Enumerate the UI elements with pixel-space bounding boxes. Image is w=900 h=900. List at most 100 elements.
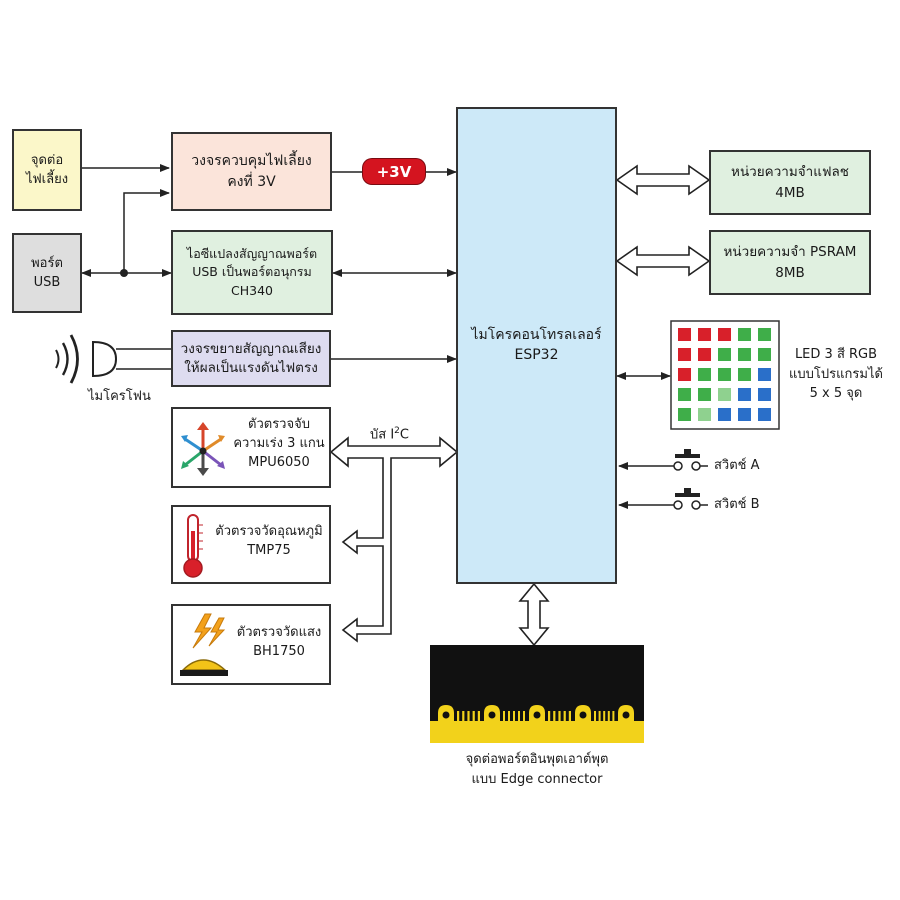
led-matrix-label-2: แบบโปรแกรมได้ (789, 366, 883, 382)
bus-arrow-flash (615, 164, 711, 196)
light-sensor-block: ตัวตรวจวัดแสง BH1750 (171, 604, 331, 685)
led-cell (738, 348, 751, 361)
led-cell (678, 408, 691, 421)
usb-junction-dot (120, 269, 128, 277)
led-cell (698, 328, 711, 341)
led-cell (718, 388, 731, 401)
edge-pin (513, 711, 515, 721)
thermometer-icon (183, 514, 203, 578)
led-cell (698, 408, 711, 421)
edge-pin (563, 711, 566, 721)
wire-usb-to-regulator (123, 189, 170, 273)
led-cell (738, 328, 751, 341)
accelerometer-label-1: ตัวตรวจจับ (248, 417, 310, 432)
edge-pad-hole (622, 711, 630, 719)
edge-pin (553, 711, 556, 721)
led-cell (718, 368, 731, 381)
edge-pin (594, 711, 596, 721)
switch-b-icon (670, 488, 708, 510)
edge-connector (430, 645, 644, 743)
edge-pin (503, 711, 505, 721)
led-cell (758, 328, 771, 341)
mic-amp-label-1: วงจรขยายสัญญาณเสียง (180, 340, 322, 357)
led-cell (698, 368, 711, 381)
edge-pin (467, 711, 470, 721)
edge-pin (603, 711, 606, 721)
led-cell (678, 388, 691, 401)
led-cell (698, 388, 711, 401)
mic-amp-label-2: ให้ผลเป็นแรงดันไฟตรง (184, 359, 318, 376)
edge-pin (472, 711, 475, 721)
accelerometer-label-3: MPU6050 (248, 454, 310, 470)
accelerometer-icon (181, 422, 225, 476)
i2c-label-sup: 2 (394, 426, 400, 436)
edge-pin (457, 711, 460, 721)
led-cell (738, 408, 751, 421)
edge-pin (558, 711, 561, 721)
edge-connector-label-1: จุดต่อพอร์ตอินพุตเอาต์พุต (465, 752, 609, 767)
edge-pad-hole (488, 711, 496, 719)
edge-connector-text: จุดต่อพอร์ตอินพุตเอาต์พุต แบบ Edge conne… (420, 750, 654, 790)
temp-sensor-label-2: TMP75 (247, 542, 291, 558)
regulator-label-1: วงจรควบคุมไฟเลี้ยง (191, 152, 312, 169)
edge-pin (477, 711, 480, 721)
led-cell (678, 368, 691, 381)
temp-sensor-label-1: ตัวตรวจวัดอุณหภูมิ (215, 524, 323, 539)
edge-pin (508, 711, 510, 721)
edge-pin (568, 711, 571, 721)
i2c-bus-label: บัส I2C (370, 425, 409, 444)
flash-label-2: 4MB (775, 184, 805, 201)
led-cell (738, 368, 751, 381)
mcu-block: ไมโครคอนโทรลเลอร์ ESP32 (456, 107, 617, 584)
led-matrix-label-3: 5 x 5 จุด (809, 386, 863, 401)
led-cell (718, 408, 731, 421)
usb-serial-label-2: USB เป็นพอร์ตอนุกรม (192, 264, 312, 280)
mcu-label-2: ESP32 (514, 346, 559, 363)
mic-amp-block: วงจรขยายสัญญาณเสียง ให้ผลเป็นแรงดันไฟตรง (171, 330, 331, 387)
psram-label-2: 8MB (775, 264, 805, 281)
led-cell (758, 348, 771, 361)
edge-connector-label-2: แบบ Edge connector (471, 772, 603, 788)
edge-pin (523, 711, 525, 721)
microphone-icon (55, 334, 118, 384)
light-sensor-label-2: BH1750 (253, 643, 305, 659)
regulator-block: วงจรควบคุมไฟเลี้ยง คงที่ 3V (171, 132, 332, 211)
led-matrix-text: LED 3 สี RGB แบบโปรแกรมได้ 5 x 5 จุด (786, 345, 886, 404)
led-cell (718, 348, 731, 361)
i2c-label-prefix: บัส I (370, 427, 395, 443)
switch-a-label: สวิตช์ A (714, 458, 760, 473)
usb-serial-label-3: CH340 (231, 282, 273, 298)
mcu-label-1: ไมโครคอนโทรลเลอร์ (471, 326, 602, 343)
edge-pin (598, 711, 601, 721)
edge-pin (462, 711, 465, 721)
led-cell (758, 388, 771, 401)
bus-arrow-edge (518, 582, 550, 647)
power-jack-block: จุดต่อ ไฟเลี้ยง (12, 129, 82, 211)
light-sensor-label-1: ตัวตรวจวัดแสง (236, 625, 322, 640)
edge-pin (607, 711, 610, 721)
light-sensor-icon (180, 613, 228, 676)
power-jack-label-1: จุดต่อ (30, 152, 64, 168)
psram-label-1: หน่วยความจำ PSRAM (723, 244, 857, 261)
usb-serial-block: ไอซีแปลงสัญญาณพอร์ต USB เป็นพอร์ตอนุกรม … (171, 230, 333, 315)
flash-block: หน่วยความจำแฟลช 4MB (709, 150, 871, 215)
accelerometer-block: ตัวตรวจจับ ความเร่ง 3 แกน MPU6050 (171, 407, 331, 488)
usb-serial-label-1: ไอซีแปลงสัญญาณพอร์ต (186, 246, 318, 262)
bus-arrow-psram (615, 245, 711, 277)
usb-port-block: พอร์ต USB (12, 233, 82, 313)
led-matrix (670, 320, 780, 430)
led-cell (678, 348, 691, 361)
usb-port-label-2: USB (33, 275, 61, 290)
led-cell (718, 328, 731, 341)
edge-pin (612, 711, 615, 721)
edge-pad-hole (442, 711, 450, 719)
led-cell (678, 328, 691, 341)
psram-block: หน่วยความจำ PSRAM 8MB (709, 230, 871, 295)
switch-b-label: สวิตช์ B (714, 497, 760, 512)
i2c-label-suffix: C (399, 427, 409, 443)
led-cell (758, 408, 771, 421)
edge-pad-hole (533, 711, 541, 719)
temp-sensor-block: ตัวตรวจวัดอุณหภูมิ TMP75 (171, 505, 331, 584)
led-cell (698, 348, 711, 361)
voltage-badge: +3V (363, 159, 425, 184)
